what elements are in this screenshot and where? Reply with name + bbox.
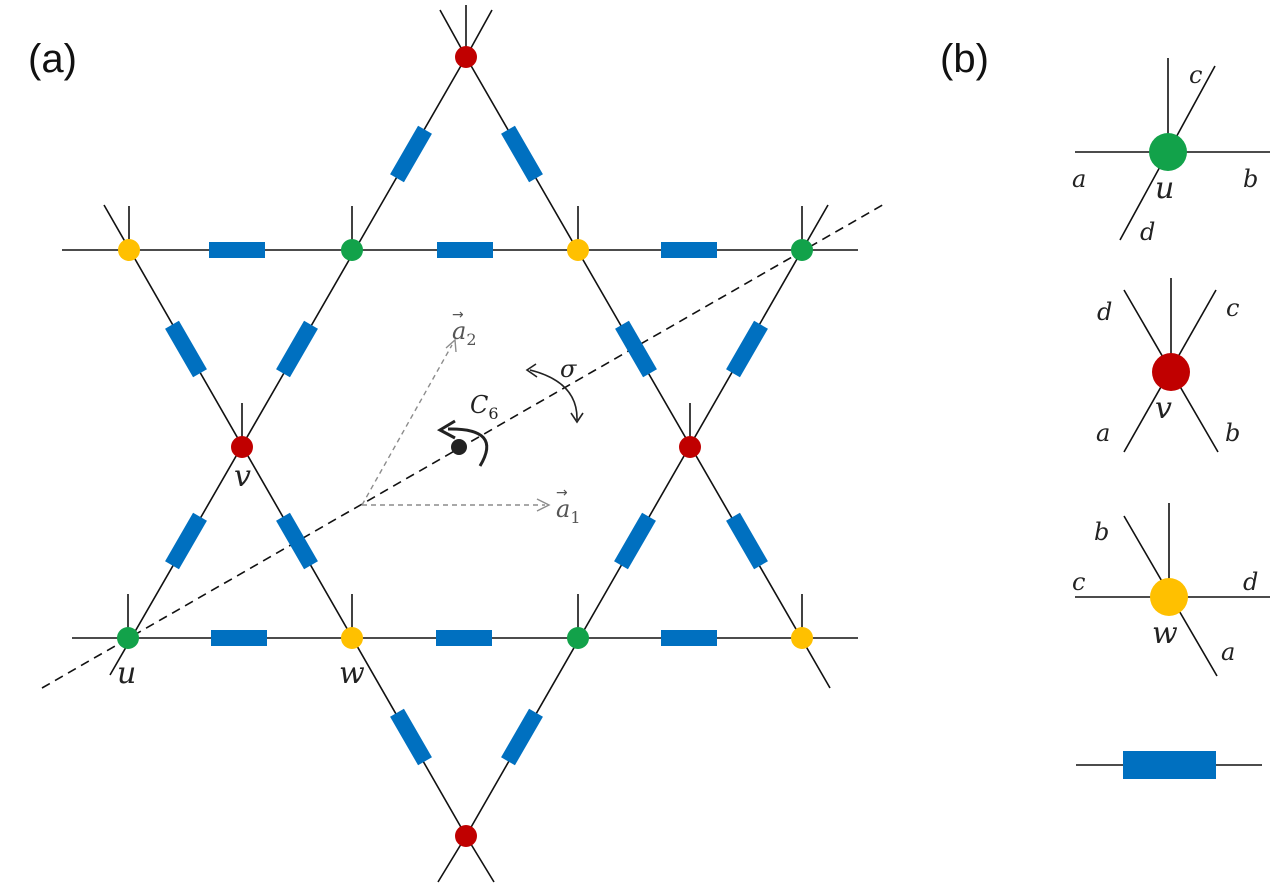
reflection-label: σ: [560, 355, 577, 383]
lattice-vector-a1-arrowhead: [536, 498, 551, 512]
bond-tensor: [165, 320, 207, 378]
lattice-vector-a2-arrowhead: [445, 338, 457, 353]
lattice-vector-a1-label: a1: [556, 495, 581, 527]
legend-bond-tensor: [1123, 751, 1216, 779]
site-tensor-w: [118, 239, 140, 261]
lattice-vector-a1-arrow-glyph: →: [556, 485, 568, 501]
u-leg-label-d: d: [1140, 218, 1155, 246]
site-tensor-u: [341, 239, 363, 261]
site-tensor-u: [791, 239, 813, 261]
bond-tensor: [615, 320, 657, 378]
bond-tensor: [390, 708, 432, 766]
bond-tensor: [726, 512, 768, 570]
reflection-arrow: [529, 369, 578, 421]
w-leg-label-c: c: [1072, 568, 1085, 596]
w-site-label: w: [1152, 616, 1178, 651]
bond-tensor: [726, 320, 768, 378]
rotation-label: C6: [470, 391, 499, 423]
v-leg-label-a: a: [1096, 419, 1110, 447]
v-leg-label-d: d: [1097, 298, 1112, 326]
legend-tensor-u: [1149, 133, 1187, 171]
v-leg-label-b: b: [1225, 419, 1240, 447]
reflection-arrowhead-end: [570, 412, 584, 424]
legend-tensor-v: [1152, 353, 1190, 391]
site-tensor-v: [455, 825, 477, 847]
u-leg-label-a: a: [1072, 165, 1086, 193]
site-tensor-u: [567, 627, 589, 649]
site-tensors: [117, 46, 813, 847]
bond-tensor: [661, 630, 717, 646]
tensor-legend-panel: c a b d u d c a b v b c d a w: [1072, 58, 1270, 779]
site-tensor-v: [679, 436, 701, 458]
site-tensor-w: [341, 627, 363, 649]
u-leg-label-b: b: [1243, 165, 1258, 193]
lattice-vector-a2-arrow-glyph: →: [452, 307, 464, 323]
site-tensor-w: [567, 239, 589, 261]
bond-tensor: [276, 512, 318, 570]
bond-tensor: [437, 242, 493, 258]
legend-tensor-shapes: [1123, 133, 1216, 779]
lattice-vector-a2: [361, 344, 453, 506]
site-tensor-w: [791, 627, 813, 649]
bond-tensor: [211, 630, 267, 646]
rotation-arrow: [447, 427, 489, 467]
w-leg-label-d: d: [1243, 568, 1258, 596]
bond-tensor: [501, 708, 543, 766]
bond-tensor: [501, 125, 543, 183]
site-label-u: u: [117, 656, 136, 691]
v-site-label: v: [1155, 391, 1172, 426]
site-tensor-v: [231, 436, 253, 458]
lattice-vector-a2-label: a2: [452, 317, 477, 349]
w-leg-label-a: a: [1221, 638, 1235, 666]
bond-tensor: [390, 125, 432, 183]
rotation-arrowhead: [436, 419, 456, 440]
v-leg-label-c: c: [1226, 294, 1239, 322]
site-tensor-u: [117, 627, 139, 649]
site-label-v: v: [234, 459, 251, 494]
bond-tensor: [661, 242, 717, 258]
bond-tensor: [209, 242, 265, 258]
w-leg-label-b: b: [1094, 518, 1109, 546]
reflection-arrowhead-start: [525, 363, 538, 378]
bond-tensors: [165, 125, 768, 766]
lattice-extra-elements: [41, 202, 887, 689]
u-site-label: u: [1155, 171, 1174, 206]
site-tensor-v: [455, 46, 477, 68]
panel-label-a: (a): [28, 37, 77, 81]
u-leg-label-c: c: [1189, 61, 1202, 89]
bond-tensor: [436, 630, 492, 646]
legend-tensor-w: [1150, 578, 1188, 616]
bond-tensor: [276, 320, 318, 378]
panel-label-b: (b): [940, 37, 989, 81]
kagome-lattice-panel: v u w C6 σ a1 → a2 →: [41, 5, 887, 883]
bond-tensor: [165, 512, 207, 570]
site-label-w: w: [339, 656, 365, 691]
rotation-center-dot: [451, 439, 467, 455]
bond-tensor: [614, 512, 656, 570]
